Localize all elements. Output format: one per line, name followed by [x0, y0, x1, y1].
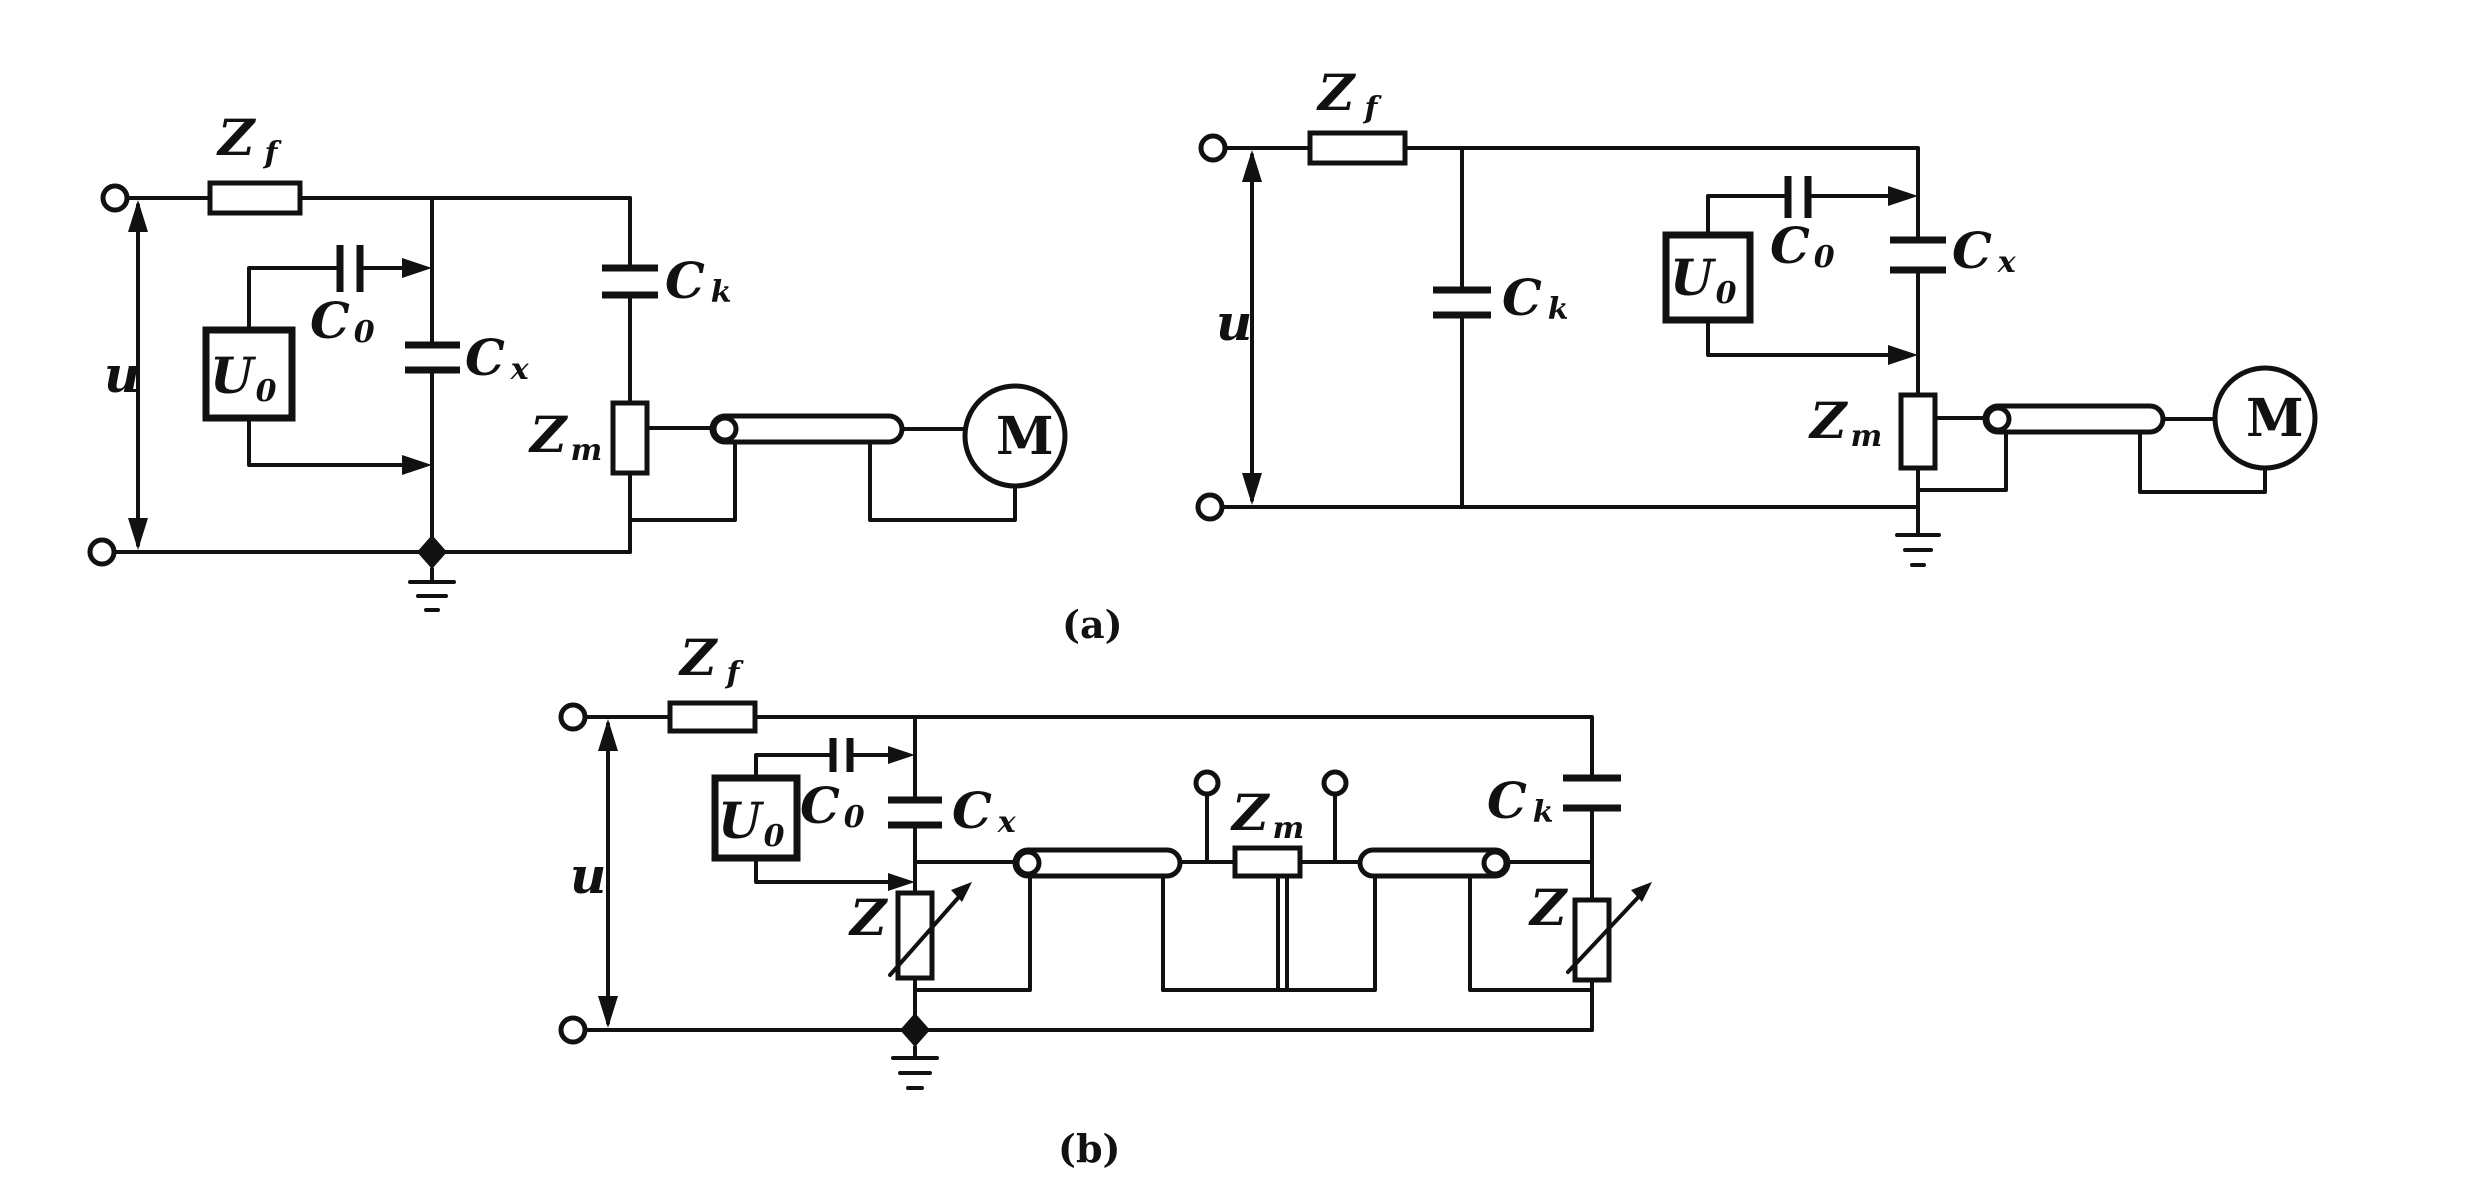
- wire-shield: [1916, 430, 2267, 494]
- label-u: u: [104, 345, 140, 404]
- capacitor-c0: [829, 738, 854, 772]
- wire-u0-bottom: [1706, 318, 1908, 357]
- capacitor-cx: [888, 796, 942, 829]
- coax-cable: [709, 413, 905, 445]
- terminal-bottom: [558, 1015, 588, 1045]
- wire-shield-right: [1161, 874, 1594, 992]
- terminal-top: [100, 183, 130, 213]
- wire-main-loop: [1223, 146, 1920, 509]
- caption-a: (a): [1062, 602, 1123, 647]
- impedance-zm: [1232, 845, 1303, 879]
- label-u0: U0: [210, 346, 277, 409]
- wire-shield: [913, 874, 1289, 992]
- impedance-zm: [610, 400, 650, 476]
- capacitor-c0: [1784, 176, 1812, 218]
- terminal-top: [558, 702, 588, 732]
- label-u0: U0: [718, 791, 785, 854]
- label-z-right: Z: [1528, 878, 1569, 937]
- capacitor-ck: [1433, 286, 1491, 319]
- caption-b: (b): [1058, 1126, 1121, 1171]
- capacitor-ck: [1563, 774, 1621, 812]
- ground-symbol: [891, 1045, 939, 1090]
- wire-main-loop: [583, 715, 1594, 1032]
- ground-symbol: [1895, 533, 1941, 567]
- capacitor-c0: [336, 245, 364, 292]
- label-z-left: Z: [848, 888, 889, 947]
- label-u: u: [1216, 293, 1252, 352]
- terminal-top: [1198, 133, 1228, 163]
- terminal-bottom: [1195, 492, 1225, 522]
- capacitor-cx: [405, 341, 460, 374]
- capacitor-ck: [602, 264, 658, 299]
- terminal-bottom: [87, 537, 117, 567]
- label-u0: U0: [1670, 248, 1737, 311]
- label-m: M: [2246, 388, 2304, 449]
- variable-arrow-right: [1566, 888, 1647, 974]
- wire-bottom: [1220, 505, 1920, 537]
- impedance-zf: [1307, 130, 1408, 166]
- impedance-zf: [207, 180, 303, 216]
- wire-u0-bottom: [247, 416, 422, 467]
- label-u: u: [570, 846, 606, 905]
- wire-u0-bottom: [754, 856, 907, 884]
- impedance-zm: [1898, 392, 1938, 471]
- variable-arrow-left: [888, 888, 967, 977]
- label-m: M: [996, 406, 1054, 467]
- coax-cable: [1982, 403, 2166, 435]
- capacitor-cx: [1890, 236, 1946, 274]
- variable-impedance-right: [1572, 897, 1612, 983]
- impedance-zf: [667, 700, 758, 734]
- wire-shield: [628, 440, 1017, 522]
- wire-zm-taps: [1205, 793, 1337, 864]
- ground-symbol: [408, 567, 456, 612]
